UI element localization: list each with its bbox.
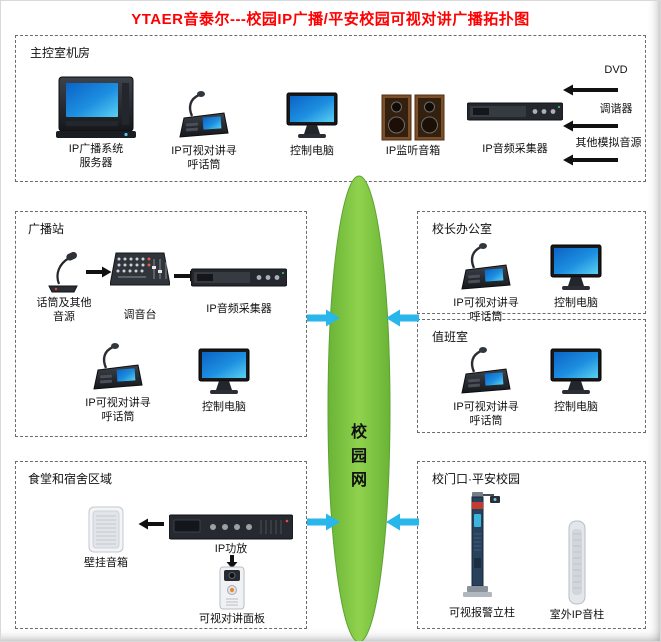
- paging-mic-icon: [461, 347, 511, 394]
- device-ip-amplifier: IP功放: [168, 514, 294, 556]
- device-ip-paging-mic-3: IP可视对讲寻 呼话筒: [442, 242, 530, 325]
- device-wall-speaker: 壁挂音箱: [71, 506, 141, 570]
- signal-arrow-left: [138, 518, 164, 530]
- device-control-computer-4: 控制电脑: [540, 348, 612, 414]
- section-broadcast-station: 广播站 话筒及其他 音源: [15, 211, 307, 437]
- network-label-char-2: 园: [351, 447, 367, 465]
- device-monitor-speakers: IP监听音箱: [374, 92, 452, 158]
- device-ip-audio-collector-2: IP音频采集器: [186, 268, 292, 316]
- device-control-computer: 控制电脑: [276, 92, 348, 158]
- device-label: 控制电脑: [202, 401, 246, 413]
- section-label: 值班室: [432, 330, 469, 344]
- device-control-computer-3: 控制电脑: [540, 244, 612, 310]
- device-label: 调音台: [123, 309, 157, 321]
- section-label: 广播站: [28, 222, 65, 236]
- network-link-arrow-cafeteria: [307, 513, 341, 531]
- device-label: IP音频采集器: [482, 143, 548, 155]
- intercom-panel-icon: [219, 566, 245, 610]
- server-icon: [56, 76, 136, 138]
- device-label: 可视报警立柱: [449, 607, 515, 619]
- device-label: IP音频采集器: [206, 303, 272, 315]
- device-label: 控制电脑: [554, 401, 598, 413]
- device-label: 控制电脑: [290, 145, 334, 157]
- device-ip-broadcast-server: IP广播系统 服务器: [46, 76, 146, 171]
- section-label: 校门口·平安校园: [432, 472, 520, 486]
- device-label: IP监听音箱: [385, 145, 441, 157]
- analog-source-tuner: 调谐器: [599, 103, 633, 115]
- signal-arrow-right: [86, 266, 112, 278]
- device-label: 话筒及其他 音源: [36, 297, 92, 324]
- analog-source-other: 其他模拟音源: [575, 137, 642, 149]
- device-label: 壁挂音箱: [84, 557, 128, 569]
- network-label-char-1: 校: [351, 422, 368, 441]
- analog-input-arrow: [562, 84, 618, 96]
- section-principal-office: 校长办公室 IP可视对讲寻 呼话筒 控制电脑: [417, 211, 646, 323]
- analog-input-arrow: [562, 120, 618, 132]
- section-label: 主控室机房: [30, 46, 91, 60]
- network-link-arrow-broadcast: [307, 309, 341, 327]
- analog-source-dvd: DVD: [604, 64, 628, 76]
- device-ip-paging-mic: IP可视对讲寻 呼话筒: [160, 90, 248, 173]
- monitor-icon: [286, 92, 338, 138]
- rack-device-icon: [467, 102, 563, 121]
- paging-mic-icon: [93, 343, 143, 390]
- speakers-icon: [381, 94, 445, 141]
- mixer-icon: [110, 252, 170, 286]
- device-label: IP广播系统 服务器: [68, 143, 124, 170]
- page-title: YTAER音泰尔---校园IP广播/平安校园可视对讲广播拓扑图: [131, 11, 530, 28]
- alarm-column-icon: [463, 492, 500, 597]
- device-label: IP可视对讲寻 呼话筒: [453, 297, 519, 324]
- network-label-char-3: 网: [351, 471, 367, 489]
- device-intercom-panel: 可视对讲面板: [186, 566, 278, 626]
- rack-device-icon: [191, 268, 287, 287]
- section-label: 校长办公室: [432, 222, 493, 236]
- device-label: IP功放: [214, 543, 248, 555]
- device-control-computer-2: 控制电脑: [188, 348, 260, 414]
- network-link-arrow-gate: [385, 513, 419, 531]
- monitor-icon: [550, 244, 602, 290]
- device-ip-paging-mic-2: IP可视对讲寻 呼话筒: [74, 342, 162, 425]
- analog-input-arrow: [562, 154, 618, 166]
- device-label: 控制电脑: [554, 297, 598, 309]
- device-ip-paging-mic-4: IP可视对讲寻 呼话筒: [442, 346, 530, 429]
- section-school-gate: 校门口·平安校园 可视报警立柱: [417, 461, 646, 629]
- device-alarm-column: 可视报警立柱: [434, 490, 530, 620]
- paging-mic-icon: [461, 243, 511, 290]
- sound-column-icon: [568, 520, 586, 605]
- device-desk-microphone: 话筒及其他 音源: [26, 252, 102, 325]
- amplifier-icon: [169, 514, 293, 540]
- monitor-icon: [198, 348, 250, 394]
- monitor-icon: [550, 348, 602, 394]
- paging-mic-icon: [179, 91, 229, 138]
- campus-network-ellipse: 校 园 网: [327, 175, 391, 641]
- section-label: 食堂和宿舍区域: [28, 472, 113, 486]
- device-label: IP可视对讲寻 呼话筒: [85, 397, 151, 424]
- section-cafeteria-dormitory: 食堂和宿舍区域 壁挂音箱: [15, 461, 307, 629]
- network-link-arrow-offices: [385, 309, 419, 327]
- device-outdoor-sound-column: 室外IP音柱: [538, 520, 616, 622]
- section-control-room: 主控室机房 IP广播系统 服务器 IP可视对讲寻 呼话筒: [15, 35, 646, 182]
- wall-speaker-icon: [88, 506, 124, 553]
- microphone-icon: [48, 252, 78, 293]
- device-mixer: 调音台: [106, 246, 174, 322]
- device-label: IP可视对讲寻 呼话筒: [171, 145, 237, 172]
- section-duty-room: 值班室 IP可视对讲寻 呼话筒 控制电脑: [417, 319, 646, 433]
- device-label: 室外IP音柱: [549, 609, 605, 621]
- device-label: IP可视对讲寻 呼话筒: [453, 401, 519, 428]
- device-label: 可视对讲面板: [199, 613, 265, 625]
- device-ip-audio-collector: IP音频采集器: [460, 102, 570, 156]
- signal-arrow-down: [226, 555, 238, 569]
